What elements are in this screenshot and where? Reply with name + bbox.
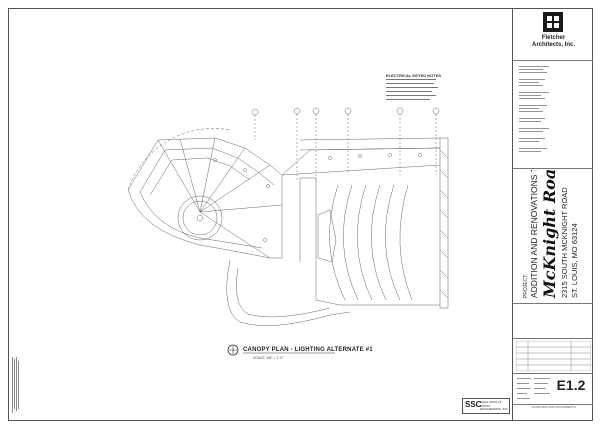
project-title-block: PROJECT: ADDITION AND RENOVATIONS TO McK… — [523, 170, 579, 299]
firm-name-line1: Fletcher — [541, 35, 566, 41]
left-legend-strip — [12, 357, 19, 413]
footer-note: CONSTRUCTION DOCUMENTS — [531, 405, 576, 409]
firm-name-line2: Architects, Inc. — [531, 41, 575, 48]
title-block — [512, 8, 593, 421]
project-title: ADDITION AND RENOVATIONS TO — [529, 170, 539, 298]
revision-table — [516, 341, 591, 371]
sheet-data-fields — [517, 378, 550, 399]
project-name: McKnight Road — [540, 170, 559, 299]
consultants-list — [519, 66, 549, 152]
address-line2: ST. LOUIS, MO 63124 — [570, 223, 579, 298]
engineer-stamp: SSC SHAH SMITH & ASSOC. ENGINEERING, INC… — [462, 398, 510, 414]
canopy-plan-drawing — [127, 79, 449, 356]
engineer-logo: SSC — [465, 400, 482, 409]
firm-name: Fletcher Architects, Inc. — [516, 35, 591, 48]
sheet-number: E1.2 — [556, 377, 586, 393]
electrical-keyed-notes-title: ELECTRICAL KEYED NOTES — [386, 73, 442, 78]
plan-scale: SCALE: 1/8" = 1'-0" — [253, 356, 284, 360]
address-line1: 2315 SOUTH MCKNIGHT ROAD — [560, 187, 569, 298]
plan-title: CANOPY PLAN - LIGHTING ALTERNATE #1 — [243, 347, 373, 353]
firm-logo — [543, 12, 563, 32]
engineer-name: SHAH SMITH & ASSOC. ENGINEERING, INC. — [480, 400, 509, 412]
project-label: PROJECT: — [523, 274, 529, 298]
sheet-border — [8, 8, 593, 421]
